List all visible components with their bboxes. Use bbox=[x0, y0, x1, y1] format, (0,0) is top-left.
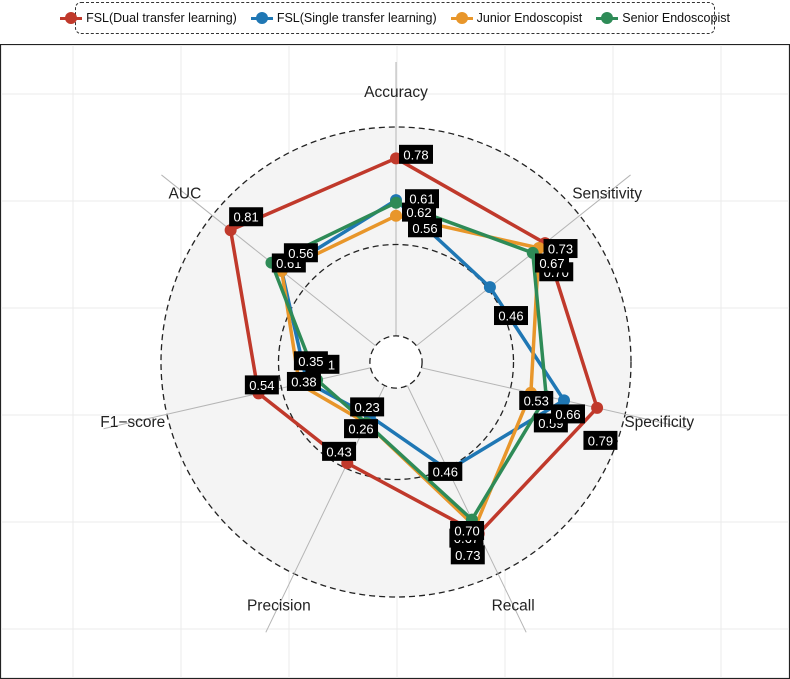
data-label: 0.43 bbox=[326, 444, 351, 459]
axis-spoke bbox=[103, 361, 397, 430]
axis-spoke bbox=[395, 174, 631, 363]
data-label-box bbox=[450, 545, 485, 565]
legend-label: FSL(Single transfer learning) bbox=[276, 11, 437, 25]
axis-label: Precision bbox=[247, 597, 311, 614]
data-label: 0.66 bbox=[555, 407, 580, 422]
data-label: 0.73 bbox=[548, 242, 573, 257]
data-label: 0.61 bbox=[409, 192, 434, 207]
legend-key bbox=[450, 11, 473, 25]
data-label-box bbox=[283, 243, 318, 263]
data-label-box bbox=[583, 430, 618, 450]
data-label: 0.23 bbox=[354, 400, 379, 415]
legend-key-dot bbox=[455, 12, 468, 24]
data-label-box bbox=[408, 218, 442, 238]
data-labels: 0.780.620.610.560.730.700.670.460.530.59… bbox=[229, 144, 618, 565]
data-label-box bbox=[344, 419, 379, 439]
data-label-box bbox=[229, 207, 264, 227]
legend-key bbox=[60, 11, 83, 25]
legend-item: FSL(Dual transfer learning) bbox=[60, 11, 237, 25]
data-label-box bbox=[244, 375, 279, 395]
axis-label: Recall bbox=[492, 597, 535, 614]
data-label-box bbox=[350, 397, 385, 417]
data-label: 0.67 bbox=[539, 256, 564, 271]
legend-label: Senior Endoscopist bbox=[622, 11, 730, 25]
data-label: 0.46 bbox=[498, 309, 523, 324]
data-point bbox=[591, 401, 604, 414]
data-point bbox=[483, 281, 496, 294]
data-label: 0.38 bbox=[291, 374, 316, 389]
data-label-box bbox=[286, 371, 321, 391]
data-label: 0.73 bbox=[455, 548, 480, 563]
data-label-box bbox=[551, 404, 586, 424]
axis-label: Sensitivity bbox=[572, 186, 642, 203]
axis-label: F1−score bbox=[100, 414, 165, 431]
data-label: 0.53 bbox=[524, 393, 549, 408]
data-label: 0.70 bbox=[454, 523, 479, 538]
data-label: 0.56 bbox=[288, 246, 313, 261]
data-label: 0.56 bbox=[412, 221, 437, 236]
axis-label: Accuracy bbox=[364, 84, 428, 101]
data-label: 0.62 bbox=[406, 205, 431, 220]
legend-key-dot bbox=[601, 12, 614, 24]
data-label: 0.81 bbox=[233, 210, 258, 225]
data-label-box bbox=[405, 189, 439, 209]
radar-mid-ring bbox=[277, 243, 515, 481]
legend: FSL(Dual transfer learning) FSL(Single tr… bbox=[60, 2, 730, 34]
data-label: 0.54 bbox=[249, 378, 274, 393]
data-point bbox=[224, 224, 237, 237]
data-label-box bbox=[493, 306, 528, 326]
data-label-box bbox=[293, 351, 328, 371]
data-label: 0.79 bbox=[588, 433, 613, 448]
axis-label: AUC bbox=[169, 186, 202, 203]
legend-key bbox=[596, 11, 619, 25]
data-label-box bbox=[428, 461, 463, 481]
data-label: 0.26 bbox=[348, 422, 373, 437]
data-label-box bbox=[322, 441, 357, 461]
legend-item: Senior Endoscopist bbox=[596, 11, 730, 25]
data-point bbox=[558, 394, 571, 407]
data-point bbox=[390, 196, 402, 209]
data-label-box bbox=[519, 390, 554, 410]
axis-label: Specificity bbox=[624, 414, 694, 431]
data-label: 0.35 bbox=[298, 354, 323, 369]
legend-key-dot bbox=[255, 12, 268, 24]
data-label: 0.46 bbox=[433, 464, 458, 479]
series-line bbox=[269, 200, 548, 522]
data-label-box bbox=[450, 520, 485, 540]
data-label-box bbox=[399, 144, 433, 164]
legend-key bbox=[250, 11, 273, 25]
radar-inner-ring bbox=[369, 335, 423, 389]
axis-spoke bbox=[395, 361, 527, 633]
legend-label: FSL(Dual transfer learning) bbox=[86, 11, 237, 25]
data-label-box bbox=[543, 239, 578, 259]
data-point bbox=[390, 209, 402, 222]
legend-item: Junior Endoscopist bbox=[450, 11, 583, 25]
legend-label: Junior Endoscopist bbox=[476, 11, 583, 25]
data-label: 0.78 bbox=[403, 147, 428, 162]
legend-key-dot bbox=[65, 12, 78, 24]
data-label-box bbox=[534, 253, 569, 273]
legend-item: FSL(Single transfer learning) bbox=[250, 11, 437, 25]
